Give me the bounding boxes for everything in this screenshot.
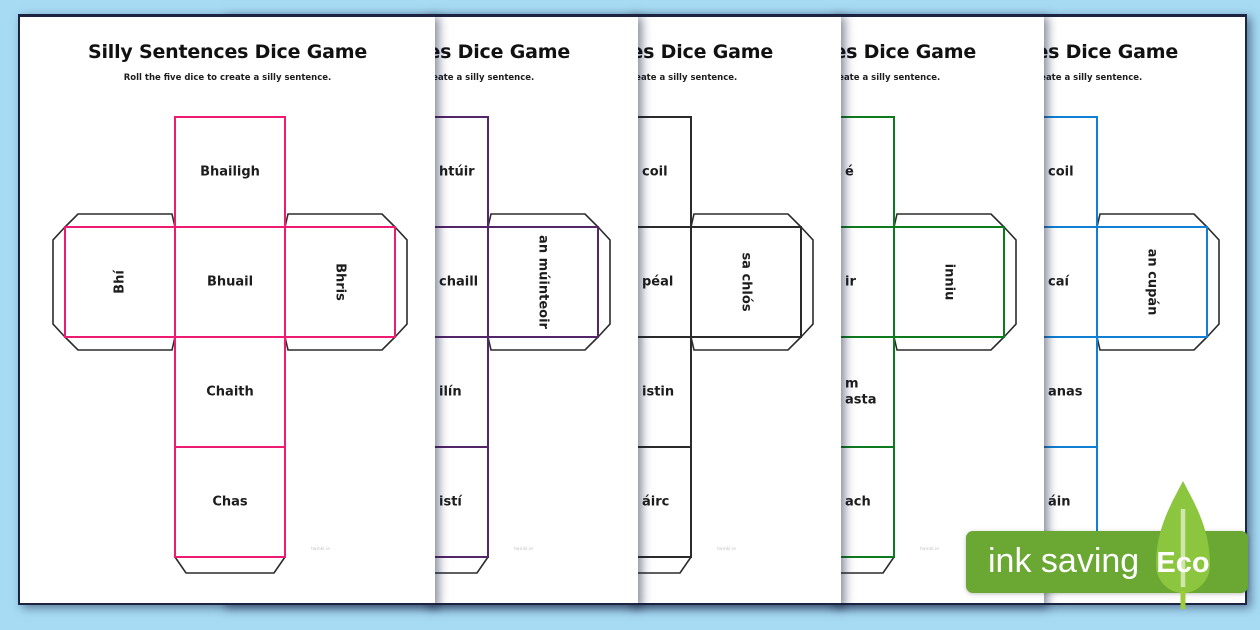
page-subtitle: Roll the five dice to create a silly sen… [123,73,332,83]
die-face-right-label: Bhris [333,263,348,301]
eco-leaf-icon [1156,481,1210,609]
leaf-stem [1180,591,1186,609]
die-face-four-label: m [845,377,859,392]
die-face-center-label: Bhuail [207,275,253,290]
watermark: twinkl.ie [514,546,533,552]
glue-tab-outline [52,213,408,574]
die-face-right-label: sa chlós [739,252,754,311]
die-face-top-label: coil [1048,165,1074,180]
eco-label: Eco [1156,547,1210,579]
die-face-five-label: istí [439,495,463,510]
die-face-right-label: an cupán [1145,249,1160,316]
watermark: twinkl.ie [311,546,330,552]
die-face-four-label: Chaith [206,385,254,400]
die-face-five-label: áin [1048,495,1070,510]
die-face-center-label: caí [1048,275,1070,290]
die-faces [64,116,396,558]
die-face-five-label: áirc [642,495,669,510]
die-face-right-label: an múinteoir [536,235,551,329]
dice-net: Bhailigh Bhí Bhuail Bhris Chaith Chas tw… [52,116,408,574]
die-face-center-label: ir [845,275,856,290]
die-face-four-label: istin [642,385,674,400]
die-face-right-label: inniu [942,264,957,301]
die-face-center-label: chaill [439,275,478,290]
worksheet-page: Silly Sentences Dice Game Roll the five … [18,14,435,605]
die-face-four-label-line2: asta [845,393,877,408]
die-face-left-label: Bhí [113,269,128,294]
die-face-top-label: Bhailigh [200,165,260,180]
watermark: twinkl.ie [920,546,939,552]
die-face-center-label: péal [642,275,673,290]
die-face-top-label: é [845,165,854,180]
ink-saving-label: ink saving [988,542,1140,580]
die-face-five-label: ach [845,495,871,510]
die-face-four-label: ilín [439,385,462,400]
die-face-top-label: coil [642,165,668,180]
die-face-four-label: anas [1048,385,1083,400]
die-face-five-label: Chas [212,495,248,510]
die-face-top-label: htúir [439,165,475,180]
watermark: twinkl.ie [717,546,736,552]
page-title: Silly Sentences Dice Game [87,41,368,63]
